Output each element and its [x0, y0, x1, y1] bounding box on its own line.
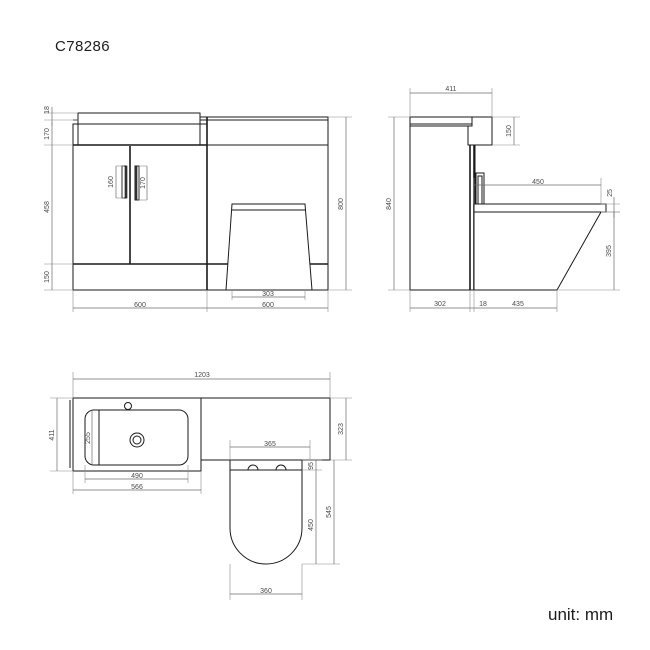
- front-handle-left-shadow: [124, 165, 128, 199]
- front-basin-block: [77, 112, 201, 146]
- plan-waste-inner-icon: [133, 436, 141, 444]
- plan-toilet-seat: [229, 459, 303, 565]
- plan-dim-545: 545: [326, 506, 333, 518]
- plan-dim-255: 255: [85, 432, 92, 444]
- front-elevation-group: 18 170 458 150 160 170: [44, 106, 352, 312]
- plan-dim-360: 360: [260, 588, 272, 595]
- drawing-title-code: C78286: [55, 38, 110, 55]
- front-handle-right-shadow: [134, 165, 138, 201]
- side-dim-302: 302: [434, 301, 446, 308]
- plan-basin-bowl: [85, 410, 188, 465]
- side-toilet-pan: [473, 211, 602, 291]
- side-basin-projection: [467, 116, 493, 146]
- front-dim-170: 170: [44, 128, 51, 140]
- front-dim-handle-170: 170: [140, 177, 147, 189]
- side-toilet-seat: [473, 203, 607, 213]
- side-dim-395: 395: [606, 245, 613, 257]
- plan-dim-95: 95: [308, 462, 315, 470]
- plan-dim-1203: 1203: [194, 372, 210, 379]
- plan-dim-411: 411: [49, 429, 56, 440]
- plan-waste-outer-icon: [130, 433, 144, 447]
- side-cabinet-body: [409, 116, 476, 291]
- front-dim-600-left: 600: [134, 302, 146, 309]
- plan-view-group: 1203 411 255 490 566 323: [49, 372, 352, 600]
- side-dim-25: 25: [607, 189, 614, 197]
- side-dim-840: 840: [386, 198, 393, 210]
- unit-label: unit: mm: [548, 605, 614, 624]
- plan-tap-hole-icon: [125, 403, 132, 410]
- side-dim-411: 411: [445, 86, 456, 93]
- front-dim-303: 303: [262, 291, 274, 298]
- side-handle-inner: [478, 176, 482, 208]
- side-dim-450: 450: [532, 179, 544, 186]
- side-elevation-group: 411 150 840 450 25 395: [386, 86, 620, 312]
- plan-dim-323: 323: [338, 423, 345, 435]
- plan-dim-450: 450: [308, 519, 315, 531]
- front-dim-458: 458: [44, 201, 51, 213]
- front-toilet-pan: [225, 203, 313, 291]
- side-dim-150: 150: [506, 125, 513, 137]
- side-dim-18: 18: [479, 301, 487, 308]
- front-dim-800: 800: [338, 198, 345, 210]
- plan-dim-365: 365: [264, 441, 276, 448]
- front-dim-150: 150: [44, 271, 51, 283]
- side-dim-435: 435: [512, 301, 524, 308]
- plan-seat-hinge-left-icon: [248, 465, 258, 470]
- front-dim-160: 160: [108, 176, 115, 188]
- plan-seat-hinge-right-icon: [276, 465, 286, 470]
- front-dim-600-right: 600: [262, 302, 274, 309]
- plan-dim-490: 490: [131, 473, 143, 480]
- front-dim-18: 18: [44, 106, 51, 114]
- plan-toilet-unit-top: [200, 397, 331, 461]
- plan-dim-566: 566: [131, 484, 143, 491]
